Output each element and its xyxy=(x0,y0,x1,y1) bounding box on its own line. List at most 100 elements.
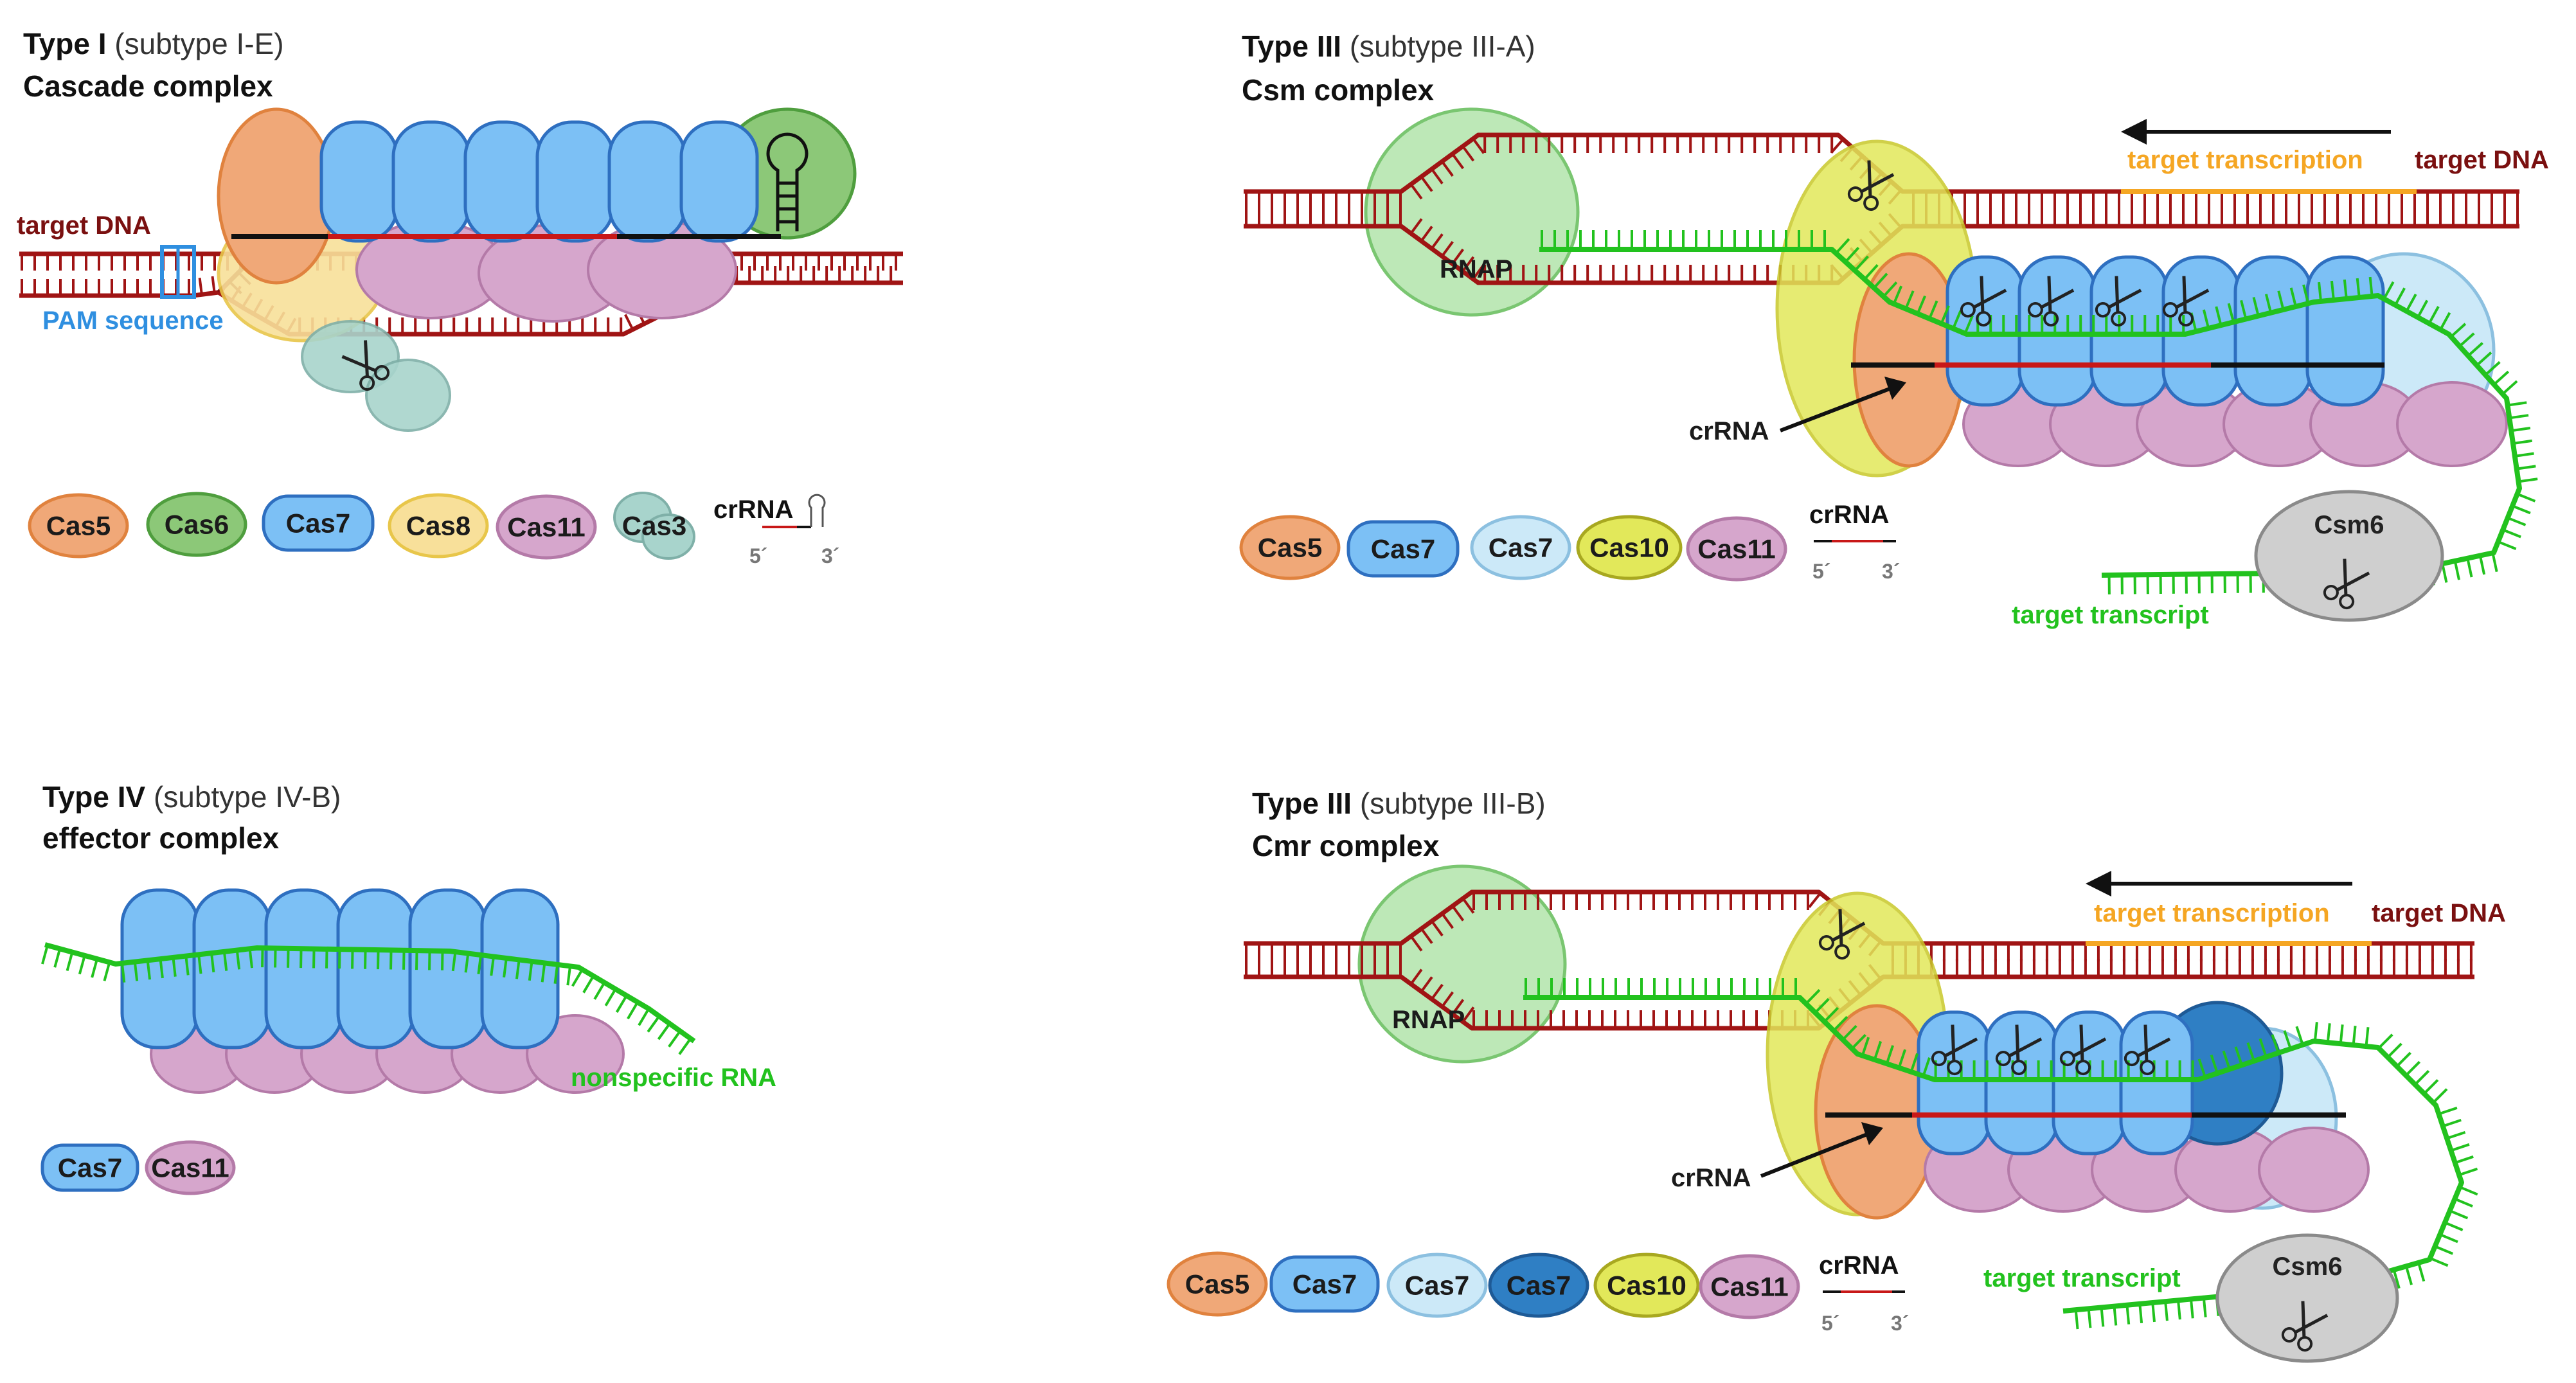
legend-cas7: Cas7 xyxy=(262,494,375,552)
panel-type-i: Type I (subtype I-E) Cascade complex xyxy=(17,27,903,567)
arrow-crrna xyxy=(1760,1122,1883,1178)
svg-text:5´: 5´ xyxy=(1812,560,1830,583)
legend-cas7-light: Cas7 xyxy=(1386,1253,1488,1318)
cas7-subunit xyxy=(1984,1010,2059,1155)
label-target-transcript: target transcript xyxy=(2012,601,2209,629)
cas7-subunit xyxy=(2052,1010,2127,1155)
cas7-backbone xyxy=(319,120,759,243)
svg-text:5´: 5´ xyxy=(749,544,767,567)
cas11-subunit xyxy=(2396,381,2508,467)
legend-cas7: Cas7 xyxy=(40,1143,139,1192)
panel-title: Type III (subtype III-A) xyxy=(1242,30,1535,63)
svg-text:crRNA: crRNA xyxy=(1809,501,1889,529)
title-bold: Type I xyxy=(23,27,107,60)
target-dna-duplex xyxy=(1244,132,2519,285)
svg-text:Cas6: Cas6 xyxy=(165,510,229,540)
cas7-subunit xyxy=(463,120,543,243)
legend-cas7: Cas7 xyxy=(1269,1255,1380,1313)
svg-text:Cas11: Cas11 xyxy=(151,1153,229,1183)
cas7-subunit xyxy=(480,888,560,1049)
legend-cas5: Cas5 xyxy=(28,493,129,558)
label-target-dna: target DNA xyxy=(2372,899,2506,927)
legend-cas7-light: Cas7 xyxy=(1470,515,1571,580)
csm6-protein: Csm6 xyxy=(2254,490,2444,622)
arrow-transcription-direction xyxy=(2121,119,2391,145)
svg-text:3´: 3´ xyxy=(821,544,839,567)
strand xyxy=(19,276,219,298)
svg-text:Cas7: Cas7 xyxy=(1405,1271,1469,1301)
cas7-backbone xyxy=(1945,255,2385,407)
cas7-subunit xyxy=(535,120,615,243)
legend-cas11: Cas11 xyxy=(1699,1254,1800,1319)
svg-text:Cas7: Cas7 xyxy=(1507,1271,1571,1301)
svg-text:Cas11: Cas11 xyxy=(507,512,585,542)
legend-cas5: Cas5 xyxy=(1239,515,1341,580)
cas7-subunit xyxy=(2233,255,2313,407)
legend-cas5: Cas5 xyxy=(1167,1251,1268,1317)
legend: Cas5 Cas7 Cas7 Cas10 Cas11 crRNA xyxy=(1239,501,1900,583)
label-target-transcription: target transcription xyxy=(2127,146,2363,174)
label-target-transcript: target transcript xyxy=(1983,1264,2181,1292)
pam-marker xyxy=(160,245,196,299)
title-subtype: (subtype I-E) xyxy=(107,27,284,60)
label-rnap: RNAP xyxy=(1440,255,1512,283)
panel-type-iii-b: Type III (subtype III-B) Cmr complex Csm… xyxy=(1167,787,2506,1363)
legend-crrna: crRNA 5´ 3´ xyxy=(713,494,839,567)
cas11-subunit xyxy=(2258,1127,2370,1213)
svg-text:3´: 3´ xyxy=(1891,1312,1909,1335)
svg-text:Cas7: Cas7 xyxy=(58,1153,122,1183)
rnap-protein xyxy=(1357,864,1567,1064)
legend: Cas5 Cas7 Cas7 Cas7 Cas10 Cas11 xyxy=(1167,1251,1909,1335)
nonspecific-rna-strand xyxy=(41,942,696,1055)
svg-text:Cas5: Cas5 xyxy=(1258,533,1322,563)
svg-text:Csm6: Csm6 xyxy=(2314,511,2384,539)
label-pam-sequence: PAM sequence xyxy=(42,307,224,335)
legend-cas8: Cas8 xyxy=(388,493,489,558)
svg-text:Csm6: Csm6 xyxy=(2273,1253,2343,1281)
panel-title: Type III (subtype III-B) xyxy=(1252,787,1546,820)
svg-text:Cas5: Cas5 xyxy=(1185,1269,1249,1299)
legend: Cas7 Cas11 xyxy=(40,1140,236,1195)
label-nonspecific-rna: nonspecific RNA xyxy=(571,1064,776,1092)
cas7-subunit xyxy=(408,888,488,1049)
svg-text:Cas11: Cas11 xyxy=(1697,534,1775,564)
crrna-hairpin xyxy=(766,132,809,231)
panel-subtitle: Cascade complex xyxy=(23,69,273,103)
cas7-subunit xyxy=(2119,1010,2194,1155)
strand xyxy=(1244,889,2474,961)
strand xyxy=(41,942,696,1055)
legend-crrna: crRNA 5´ 3´ xyxy=(1819,1251,1909,1335)
svg-text:crRNA: crRNA xyxy=(713,495,793,524)
legend: Cas5 Cas6 Cas7 Cas8 Cas11 Cas3 xyxy=(28,492,839,567)
legend-cas11: Cas11 xyxy=(1686,516,1787,582)
svg-text:Cas5: Cas5 xyxy=(46,511,111,541)
legend-cas7: Cas7 xyxy=(1346,520,1460,578)
cas3-protein xyxy=(301,320,451,432)
cas7-subunit xyxy=(2305,255,2385,407)
svg-text:Cas10: Cas10 xyxy=(1607,1271,1686,1301)
cas7-subunit xyxy=(264,888,344,1049)
svg-text:Cas7: Cas7 xyxy=(286,508,350,539)
strand xyxy=(1244,132,2519,210)
cas7-subunit xyxy=(192,888,272,1049)
panel-subtitle: effector complex xyxy=(42,821,280,855)
legend-cas3: Cas3 xyxy=(613,492,695,560)
cas7-subunit xyxy=(2089,255,2169,407)
svg-text:crRNA: crRNA xyxy=(1819,1251,1899,1280)
legend-cas11: Cas11 xyxy=(145,1140,236,1195)
svg-text:Cas10: Cas10 xyxy=(1589,533,1669,563)
svg-text:3´: 3´ xyxy=(1882,560,1900,583)
arrow-transcription-direction xyxy=(2086,871,2352,897)
panel-subtitle: Csm complex xyxy=(1242,73,1435,107)
svg-text:Cas3: Cas3 xyxy=(622,511,686,541)
panel-title: Type IV (subtype IV-B) xyxy=(42,780,341,814)
svg-text:Cas7: Cas7 xyxy=(1292,1269,1357,1299)
label-crrna: crRNA xyxy=(1671,1164,1751,1192)
cas7-subunit xyxy=(679,120,759,243)
svg-text:5´: 5´ xyxy=(1821,1312,1839,1335)
legend-cas10: Cas10 xyxy=(1593,1253,1700,1318)
cas7-backbone xyxy=(1917,1010,2194,1155)
svg-text:Cas7: Cas7 xyxy=(1489,533,1553,563)
panel-title: Type I (subtype I-E) xyxy=(23,27,284,60)
